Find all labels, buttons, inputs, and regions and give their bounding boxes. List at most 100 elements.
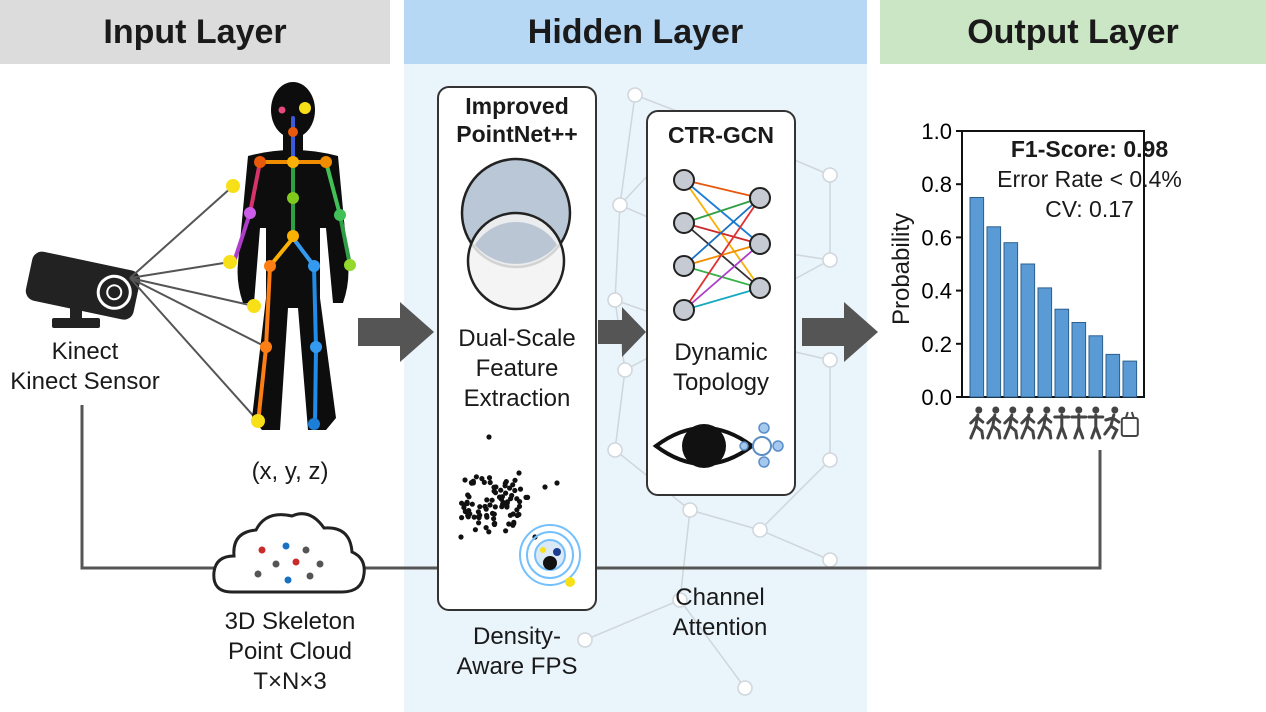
scatter-point <box>503 528 509 534</box>
bar <box>1088 335 1104 398</box>
probability-bar-chart: 0.00.20.40.60.81.0 <box>921 119 1145 410</box>
scatter-point <box>458 534 464 540</box>
scatter-point <box>554 480 560 486</box>
scatter-point <box>477 504 483 510</box>
kinect-sensor-label: Kinect Sensor <box>10 368 160 395</box>
arrow-input-to-hidden <box>358 302 434 362</box>
falling-icon <box>1103 406 1121 440</box>
dynamic-topology-label-2: Topology <box>672 369 770 396</box>
pointnet-title-line1: Improved <box>465 93 569 119</box>
scatter-point <box>512 477 518 483</box>
scatter-point <box>483 525 489 531</box>
scatter-point <box>499 494 505 500</box>
human-skeleton-figure <box>129 82 356 430</box>
y-tick-label: 0.8 <box>921 172 952 197</box>
scatter-point <box>523 494 529 500</box>
action-category-icons <box>969 406 1139 440</box>
scatter-point <box>469 480 475 486</box>
cloud-label-line1: 3D Skeleton <box>224 608 356 635</box>
ctrgcn-title: CTR-GCN <box>667 122 775 148</box>
bar <box>1020 263 1036 398</box>
scatter-point <box>491 511 497 517</box>
scatter-point <box>510 482 516 488</box>
scatter-point <box>486 434 492 440</box>
y-tick-label: 0.0 <box>921 385 952 410</box>
arrow-pointnet-to-ctrgcn <box>598 307 646 357</box>
dual-scale-label-1: Dual-Scale <box>458 325 576 352</box>
scatter-point <box>507 512 513 518</box>
scatter-point <box>471 514 477 520</box>
scatter-point <box>481 479 487 485</box>
scatter-point <box>514 512 520 519</box>
y-tick-label: 0.2 <box>921 332 952 357</box>
scatter-point <box>517 486 524 492</box>
scatter-point <box>464 500 470 507</box>
scatter-point <box>503 490 509 496</box>
scatter-point <box>473 474 479 480</box>
kinect-label: Kinect <box>51 338 119 365</box>
scatter-point <box>466 494 472 500</box>
scatter-point <box>459 515 465 521</box>
scatter-point <box>477 512 483 518</box>
plot-frame <box>961 130 1145 398</box>
gcn-network-icon <box>673 169 771 321</box>
scatter-point <box>476 520 482 526</box>
error-rate-text: Error Rate < 0.4% <box>997 166 1182 192</box>
scatter-point <box>489 497 495 503</box>
scatter-point <box>484 497 490 503</box>
scatter-point <box>514 507 520 513</box>
scatter-point <box>469 501 475 507</box>
scatter-point <box>487 502 493 508</box>
scatter-point <box>506 521 512 527</box>
scatter-point <box>486 529 492 535</box>
cloud-label-line2: Point Cloud <box>227 638 353 665</box>
scatter-point <box>465 510 471 517</box>
scatter-point <box>516 470 522 476</box>
standing-icon <box>1087 406 1105 440</box>
scatter-point <box>487 479 493 486</box>
scatter-point <box>491 521 497 527</box>
scatter-point <box>511 521 517 527</box>
bar <box>1054 308 1070 398</box>
channel-attention-label-2: Attention <box>672 614 768 641</box>
channel-attention-label-1: Channel <box>675 584 765 611</box>
scatter-point <box>479 476 485 482</box>
eye-attention-icon <box>652 422 784 468</box>
scatter-point <box>472 527 478 533</box>
pointnet-title-line2: PointNet++ <box>456 121 578 147</box>
y-tick-label: 0.4 <box>921 279 952 304</box>
scatter-point <box>512 487 518 494</box>
bar <box>1003 242 1019 398</box>
scatter-points-icon <box>458 434 581 587</box>
scatter-point <box>507 485 513 491</box>
dual-scale-label-3: Extraction <box>463 385 571 412</box>
scatter-point <box>542 484 548 490</box>
point-cloud-icon <box>212 512 366 594</box>
scatter-point <box>492 490 499 496</box>
scatter-point <box>498 487 504 493</box>
standing-icon <box>1053 406 1071 440</box>
scatter-point <box>504 500 510 506</box>
dual-scale-label-2: Feature <box>475 355 559 382</box>
coordinates-label: (x, y, z) <box>251 458 329 485</box>
scatter-point <box>483 506 489 512</box>
scatter-point <box>459 500 465 506</box>
bar <box>1122 360 1138 398</box>
scatter-point <box>484 512 490 519</box>
scatter-point <box>492 504 498 510</box>
scatter-point <box>462 477 468 483</box>
bar <box>1071 322 1087 398</box>
cloud-label-line3: T×N×3 <box>253 668 327 695</box>
bar <box>969 197 985 398</box>
fps-label-1: Density- <box>472 623 562 650</box>
cv-text: CV: 0.17 <box>1045 196 1134 222</box>
scatter-point <box>503 479 509 485</box>
output-layer-header: Output Layer <box>880 0 1266 64</box>
bar <box>986 226 1002 398</box>
walking-icon <box>1003 406 1019 440</box>
fps-label-2: Aware FPS <box>456 653 578 680</box>
object-icon <box>1120 411 1139 437</box>
scatter-point <box>461 504 467 511</box>
y-tick-label: 0.6 <box>921 225 952 250</box>
